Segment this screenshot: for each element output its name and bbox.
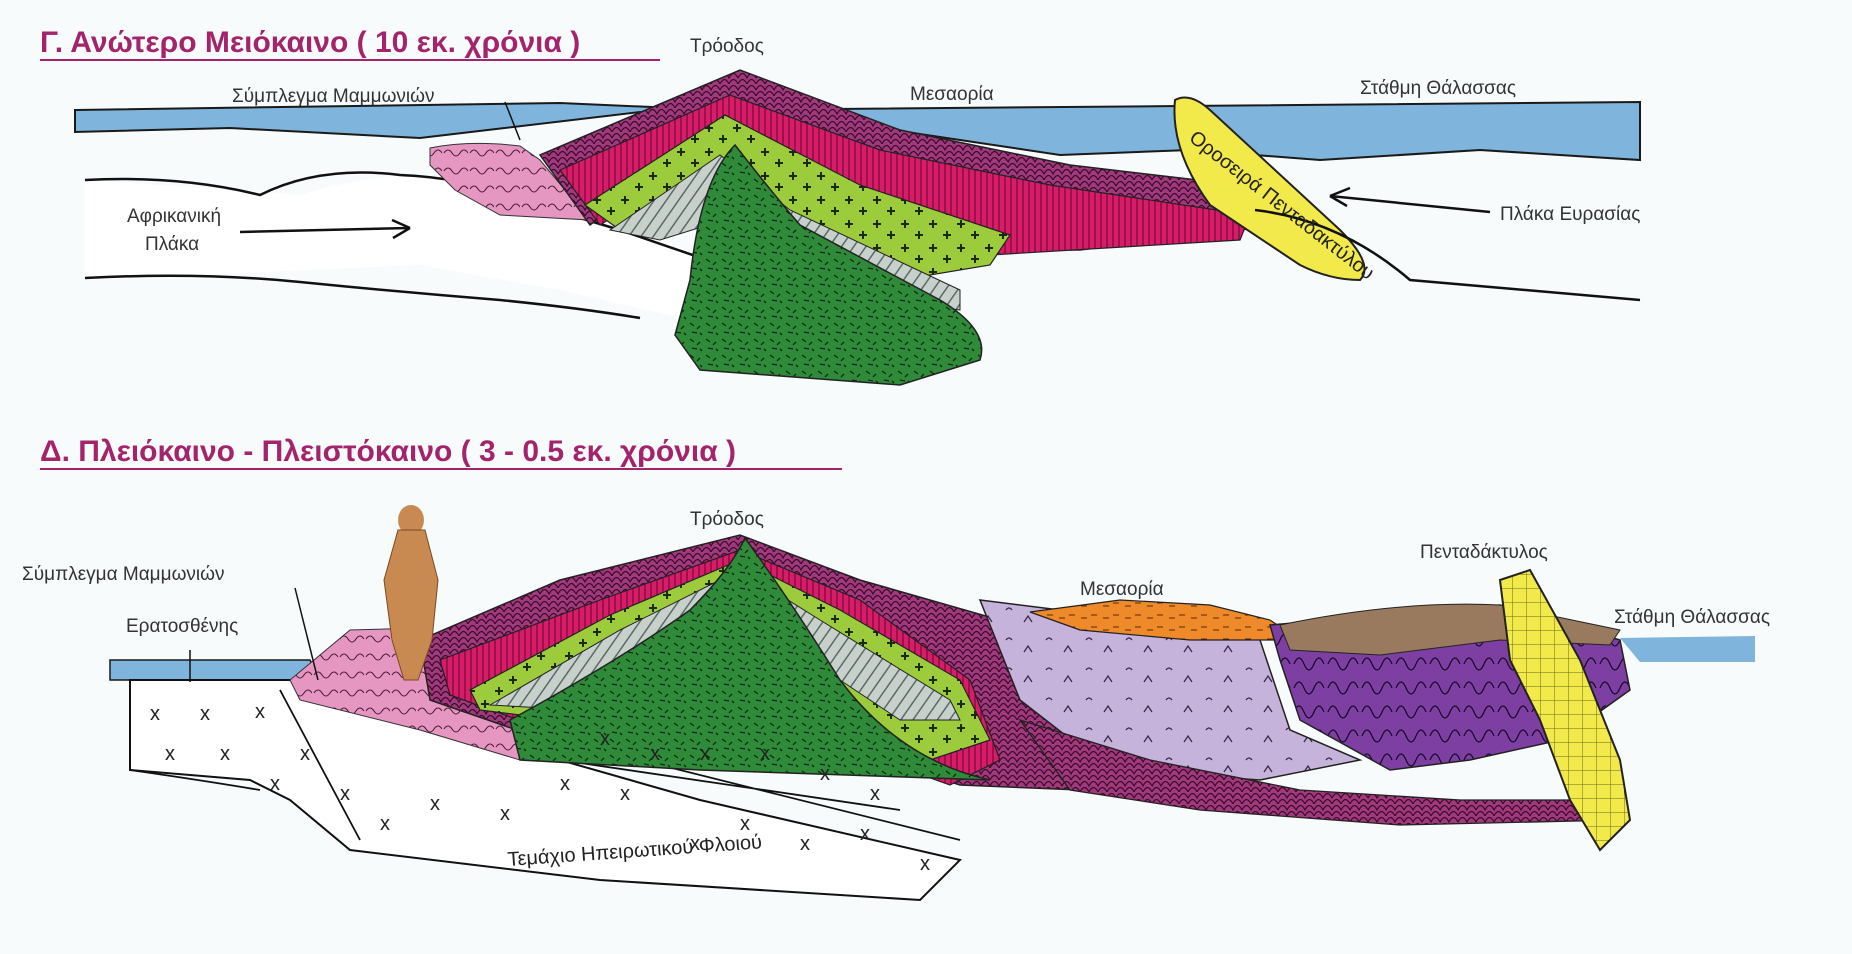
svg-text:x: x bbox=[870, 783, 880, 805]
troodos-label-d: Τρόοδος bbox=[690, 509, 764, 530]
svg-text:x: x bbox=[200, 703, 210, 725]
svg-text:x: x bbox=[800, 833, 810, 855]
sea-band-d-left bbox=[110, 660, 320, 680]
svg-text:x: x bbox=[560, 773, 570, 795]
svg-text:x: x bbox=[150, 703, 160, 725]
svg-text:x: x bbox=[860, 823, 870, 845]
troodos-label-c: Τρόοδος bbox=[690, 36, 764, 57]
eratosthenes-label: Ερατοσθένης bbox=[126, 616, 238, 637]
mamonia-label-d: Σύμπλεγμα Μαμμωνιών bbox=[22, 564, 224, 585]
svg-text:x: x bbox=[300, 743, 310, 765]
svg-text:x: x bbox=[760, 743, 770, 765]
african-plate-label-1: Αφρικανική bbox=[127, 206, 221, 227]
sea-band-d-right bbox=[1620, 636, 1755, 662]
eurasian-plate-label: Πλάκα Ευρασίας bbox=[1500, 204, 1640, 225]
svg-text:x: x bbox=[600, 728, 610, 750]
svg-text:x: x bbox=[650, 743, 660, 765]
sea-level-label-d: Στάθμη Θάλασσας bbox=[1614, 607, 1770, 628]
svg-text:x: x bbox=[920, 853, 930, 875]
sea-level-label-c: Στάθμη Θάλασσας bbox=[1360, 78, 1516, 99]
svg-text:x: x bbox=[165, 743, 175, 765]
african-plate-label-2: Πλάκα bbox=[145, 234, 199, 255]
svg-text:x: x bbox=[620, 783, 630, 805]
svg-text:x: x bbox=[220, 743, 230, 765]
svg-text:x: x bbox=[500, 803, 510, 825]
mamonia-label-c: Σύμπλεγμα Μαμμωνιών bbox=[232, 86, 434, 107]
pentadaktylos-label-d: Πενταδάκτυλος bbox=[1420, 542, 1548, 563]
svg-text:x: x bbox=[380, 813, 390, 835]
eurasian-plate-arrow bbox=[1330, 196, 1490, 212]
mesaoria-label-c: Μεσαορία bbox=[910, 84, 994, 105]
svg-text:x: x bbox=[820, 763, 830, 785]
mesaoria-label-d: Μεσαορία bbox=[1080, 579, 1164, 600]
panel-d-title: Δ. Πλειόκαινο - Πλειστόκαινο ( 3 - 0.5 ε… bbox=[40, 435, 736, 468]
svg-text:x: x bbox=[430, 793, 440, 815]
svg-text:x: x bbox=[255, 701, 265, 723]
panel-c-title: Γ. Ανώτερο Μειόκαινο ( 10 εκ. χρόνια ) bbox=[40, 26, 580, 59]
svg-text:x: x bbox=[340, 783, 350, 805]
svg-text:x: x bbox=[270, 773, 280, 795]
svg-text:x: x bbox=[700, 743, 710, 765]
